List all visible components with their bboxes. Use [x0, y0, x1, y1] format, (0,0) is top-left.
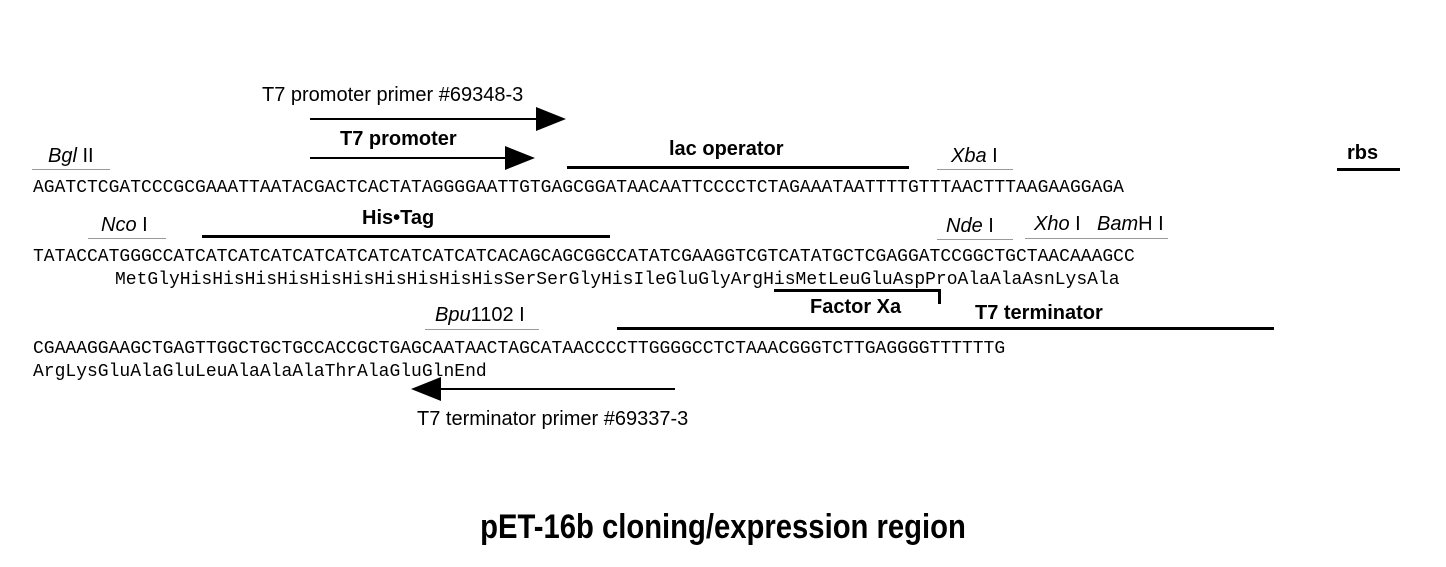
t7-promoter-arrow-head — [505, 146, 535, 170]
lac-operator-label: lac operator — [669, 138, 784, 160]
forward-primer-label: T7 promoter primer #69348-3 — [262, 84, 524, 106]
reverse-primer-arrow-head — [411, 377, 441, 401]
nde-i-underline — [937, 239, 1013, 240]
forward-primer-arrow-line — [310, 118, 540, 120]
protein-sequence-line-2: MetGlyHisHisHisHisHisHisHisHisHisHisSerS… — [115, 270, 1120, 290]
t7-promoter-label: T7 promoter — [340, 128, 457, 150]
protein-sequence-line-3: ArgLysGluAlaGluLeuAlaAlaAlaThrAlaGluGlnE… — [33, 362, 487, 382]
bpu1102-i-underline — [425, 329, 539, 330]
bamh-i-site: BamH I — [1097, 213, 1164, 235]
dna-sequence-line-3: CGAAAGGAAGCTGAGTTGGCTGCTGCCACCGCTGAGCAAT… — [33, 339, 1006, 359]
dna-sequence-line-2: TATACCATGGGCCATCATCATCATCATCATCATCATCATC… — [33, 247, 1135, 267]
lac-operator-bar — [567, 166, 909, 169]
reverse-primer-arrow-line — [438, 388, 675, 390]
rbs-bar — [1337, 168, 1400, 171]
xho-bamh-underline — [1025, 238, 1168, 239]
his-tag-bar — [202, 235, 610, 238]
figure-title: pET-16b cloning/expression region — [480, 508, 966, 546]
rbs-label: rbs — [1347, 142, 1379, 164]
xho-i-site: Xho I — [1034, 213, 1081, 235]
bpu1102-i-site: Bpu1102 I — [435, 304, 525, 326]
reverse-primer-label: T7 terminator primer #69337-3 — [417, 408, 689, 430]
t7-terminator-label: T7 terminator — [975, 302, 1103, 324]
dna-sequence-line-1: AGATCTCGATCCCGCGAAATTAATACGACTCACTATAGGG… — [33, 178, 1124, 198]
xba-i-underline — [937, 169, 1013, 170]
t7-promoter-arrow-line — [310, 157, 508, 159]
xba-i-site: Xba I — [951, 145, 998, 167]
bgl-ii-underline — [32, 169, 110, 170]
factor-xa-tick — [938, 289, 941, 304]
factor-xa-label: Factor Xa — [810, 296, 902, 318]
forward-primer-arrow-head — [536, 107, 566, 131]
his-tag-label: His•Tag — [362, 207, 435, 229]
nco-i-site: Nco I — [101, 214, 148, 236]
nco-i-underline — [88, 238, 166, 239]
nde-i-site: Nde I — [946, 215, 994, 237]
bgl-ii-site: Bgl II — [48, 145, 94, 167]
t7-terminator-bar — [617, 327, 1274, 330]
factor-xa-bar — [774, 289, 941, 292]
